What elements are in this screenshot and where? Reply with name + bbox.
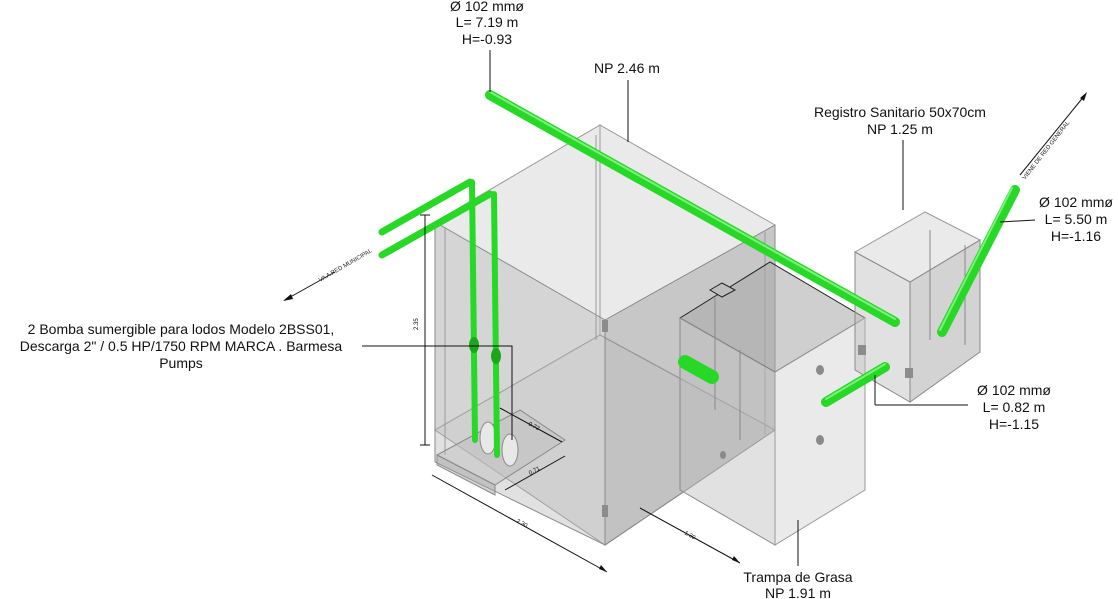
pipe-right-length: L= 5.50 m <box>1045 211 1108 227</box>
trampa-label: Trampa de Grasa <box>743 569 852 585</box>
pipe-red-general <box>937 185 1020 337</box>
bracket <box>602 505 608 517</box>
pump-1 <box>479 421 497 455</box>
pipe-main-inlet <box>485 90 900 327</box>
np-main-label: NP 2.46 m <box>594 60 660 76</box>
dimensions: 2.35 0.72 0.71 2.30 1.30 <box>414 214 741 573</box>
pump-riser-1 <box>469 179 478 443</box>
dim-length-a: 2.30 <box>515 519 529 530</box>
red-general-label: VIENE DE RED GENERAL <box>1022 120 1072 181</box>
pump-pit-edge <box>436 454 496 496</box>
pipe-mid-diameter: Ø 102 mmø <box>977 382 1051 398</box>
pipe-mid-height: H=-1.15 <box>989 416 1039 432</box>
pipe-mid-length: L= 0.82 m <box>983 399 1046 415</box>
pipe-top-height: H=-0.93 <box>462 31 512 47</box>
annotations: Ø 102 mmø L= 7.19 m H=-0.93 NP 2.46 m Re… <box>20 0 1114 599</box>
pipe-trap-stub <box>678 355 719 384</box>
pipe-trap-registro <box>821 362 890 407</box>
pump-pit <box>435 409 566 496</box>
dim-width-b: 0.71 <box>528 466 542 477</box>
pump-2 <box>501 433 519 467</box>
red-municipal-label: VA A RED MUNICIPAL <box>318 248 374 284</box>
bomba-line-3: Pumps <box>159 355 203 371</box>
pipes <box>378 90 1020 458</box>
pipe-right-height: H=-1.16 <box>1051 228 1101 244</box>
registro-np-label: NP 1.25 m <box>867 121 933 137</box>
pipe-top-length: L= 7.19 m <box>456 14 519 30</box>
bomba-line-2: Descarga 2" / 0.5 HP/1750 RPM MARCA . Ba… <box>20 338 343 354</box>
dim-width-a: 0.72 <box>527 421 541 432</box>
trampa-np-label: NP 1.91 m <box>765 585 831 599</box>
bracket <box>602 320 608 332</box>
registro-label: Registro Sanitario 50x70cm <box>814 104 986 120</box>
pipe-discharge-1 <box>378 178 474 236</box>
pipe-right-diameter: Ø 102 mmø <box>1039 194 1113 210</box>
bomba-line-1: 2 Bomba sumergible para lodos Modelo 2BS… <box>28 321 335 337</box>
dim-height: 2.35 <box>414 318 420 330</box>
pump-riser-2 <box>491 191 500 458</box>
grease-trap-right-face <box>774 317 866 546</box>
dim-length-b: 1.30 <box>683 531 697 542</box>
grease-trap <box>679 261 866 546</box>
leaders <box>362 50 1036 566</box>
pipe-top-diameter: Ø 102 mmø <box>450 0 524 14</box>
